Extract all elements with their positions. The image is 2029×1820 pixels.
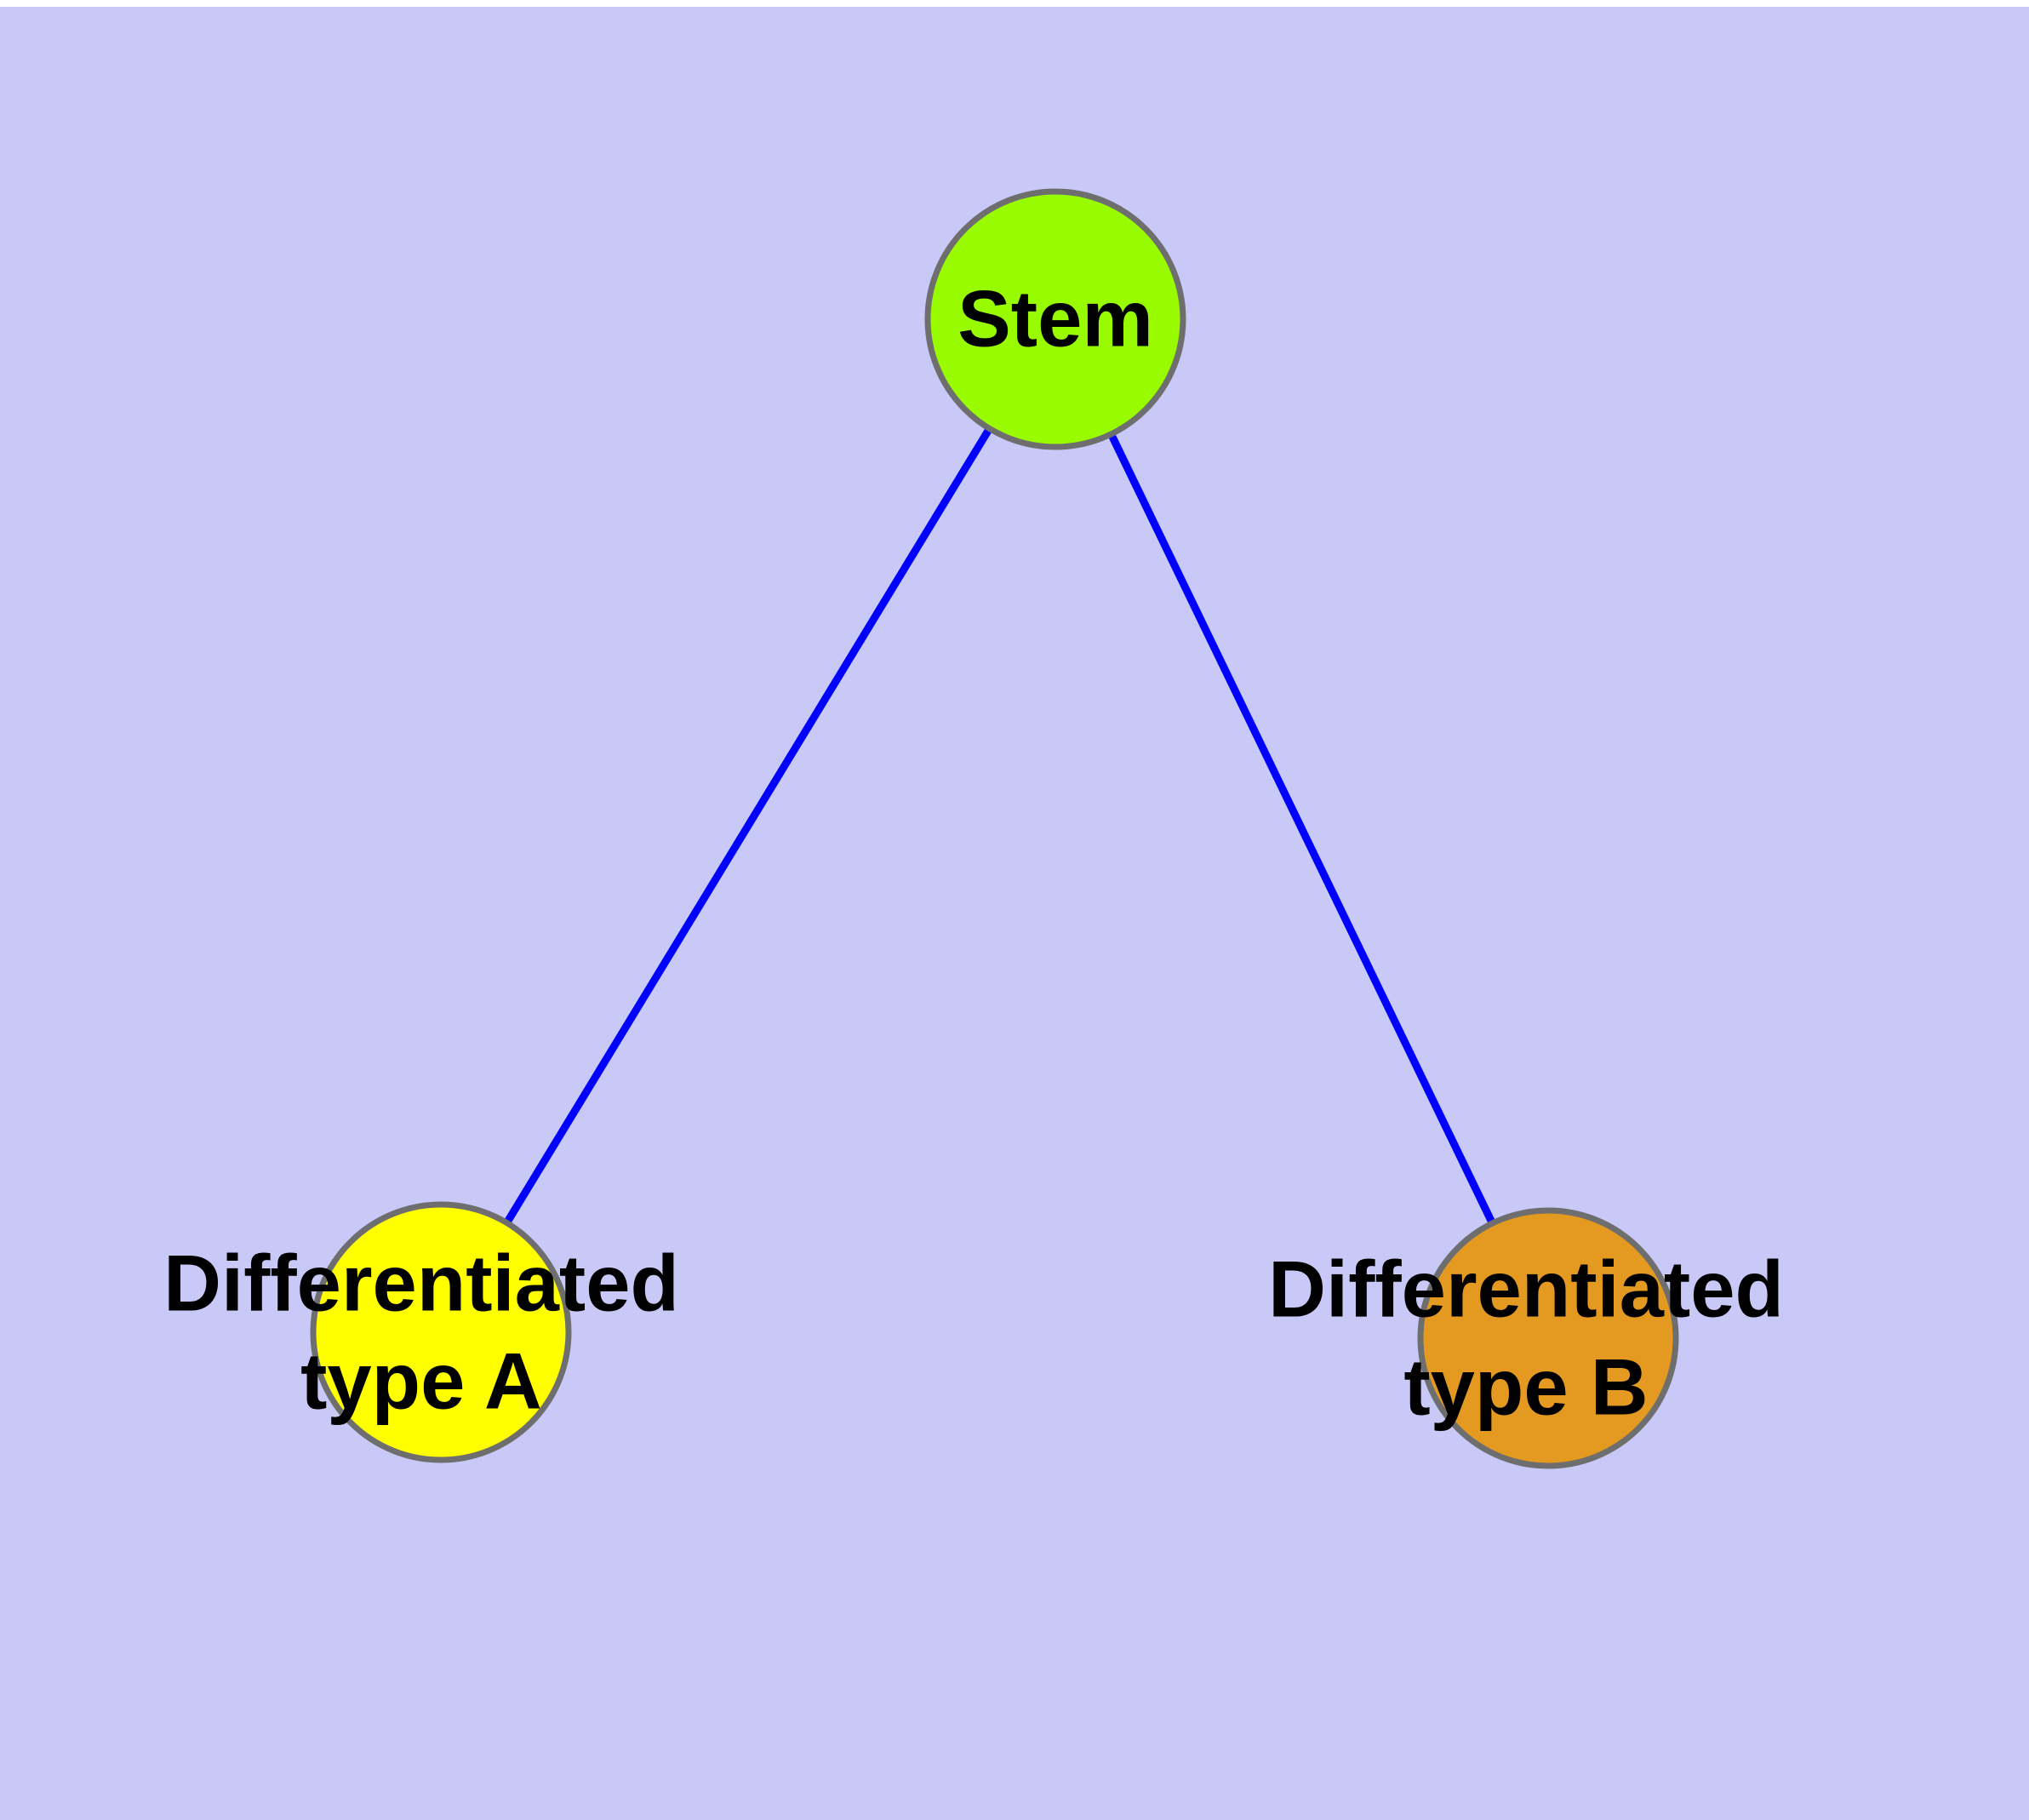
- node-stem-circle: [924, 188, 1186, 450]
- edge-stem-to-type-b: [1108, 435, 1495, 1222]
- node-type-a-circle: [310, 1201, 572, 1463]
- node-type-b-label: Differentiated type B: [1268, 1240, 1784, 1435]
- node-type-b-label-line1: Differentiated: [1268, 1244, 1784, 1334]
- node-type-a-label-line2: type A: [300, 1336, 542, 1425]
- node-stem-label: Stem: [957, 271, 1153, 369]
- node-stem-label-text: Stem: [957, 273, 1153, 363]
- diagram-canvas: Stem Differentiated type A Differentiate…: [0, 7, 2029, 1820]
- node-type-b-circle: [1417, 1207, 1679, 1469]
- edge-stem-to-type-a: [505, 428, 992, 1223]
- node-type-a-label-line1: Differentiated: [163, 1238, 679, 1328]
- node-type-b-label-line2: type B: [1403, 1342, 1649, 1431]
- graph-svg: [310, 188, 1679, 1469]
- node-type-a-label: Differentiated type A: [163, 1234, 679, 1429]
